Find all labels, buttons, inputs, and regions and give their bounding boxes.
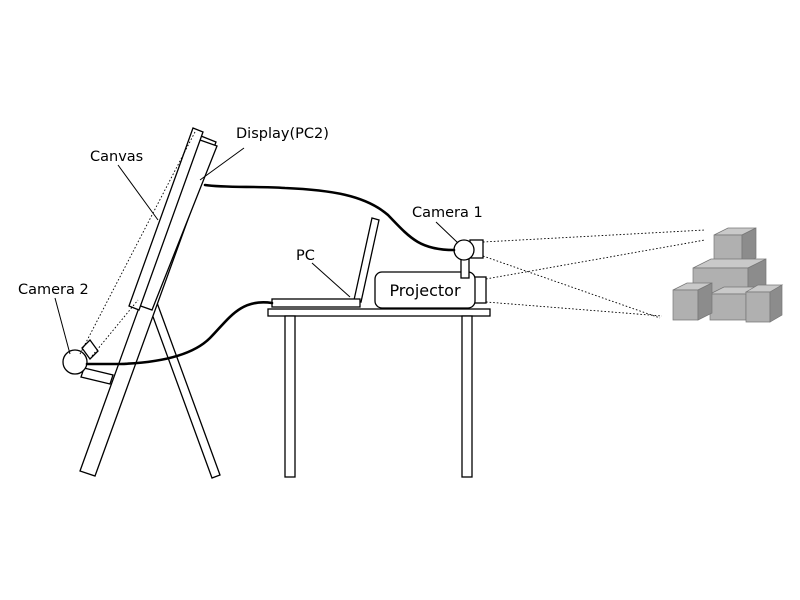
cube-bottom-right (744, 284, 784, 323)
camera-2-fov-bottom (91, 299, 139, 357)
laptop-pc (271, 217, 380, 308)
easel-ledge (80, 367, 114, 385)
camera-1-fov-bottom (482, 255, 661, 319)
leader-canvas (117, 164, 159, 221)
camera-2-body (62, 349, 88, 375)
table-leg-left (284, 315, 296, 478)
laptop-base (271, 298, 361, 308)
cube-stack (672, 227, 784, 323)
label-camera-2: Camera 2 (18, 282, 89, 298)
table-top (267, 308, 491, 317)
cable-display-to-camera-1 (203, 183, 456, 252)
table (267, 308, 491, 478)
projector-beam-bottom (485, 301, 663, 317)
leader-camera-1 (435, 221, 459, 244)
label-canvas: Canvas (90, 149, 143, 165)
cube-top (713, 227, 757, 265)
leader-display (199, 147, 245, 181)
camera-2-lens (81, 339, 99, 360)
projector-body (374, 271, 476, 309)
laptop-screen (353, 217, 380, 303)
projector (374, 271, 487, 309)
label-projector: Projector (389, 281, 461, 300)
leader-camera-2 (54, 297, 71, 355)
leader-pc (311, 262, 351, 298)
label-display: Display(PC2) (236, 126, 329, 142)
projector-beam-top (485, 239, 706, 280)
camera-1-mount (460, 257, 470, 279)
label-pc: PC (296, 248, 315, 264)
camera-1-body (453, 239, 475, 261)
easel-rear-leg (147, 299, 221, 479)
camera-2 (62, 339, 99, 375)
camera-1 (453, 239, 484, 279)
cube-bottom-left (672, 282, 713, 321)
label-camera-1: Camera 1 (412, 205, 483, 221)
canvas-board (128, 127, 204, 311)
table-leg-right (461, 315, 473, 478)
camera-1-fov-top (482, 229, 706, 243)
cable-laptop-to-camera-2 (85, 300, 274, 366)
